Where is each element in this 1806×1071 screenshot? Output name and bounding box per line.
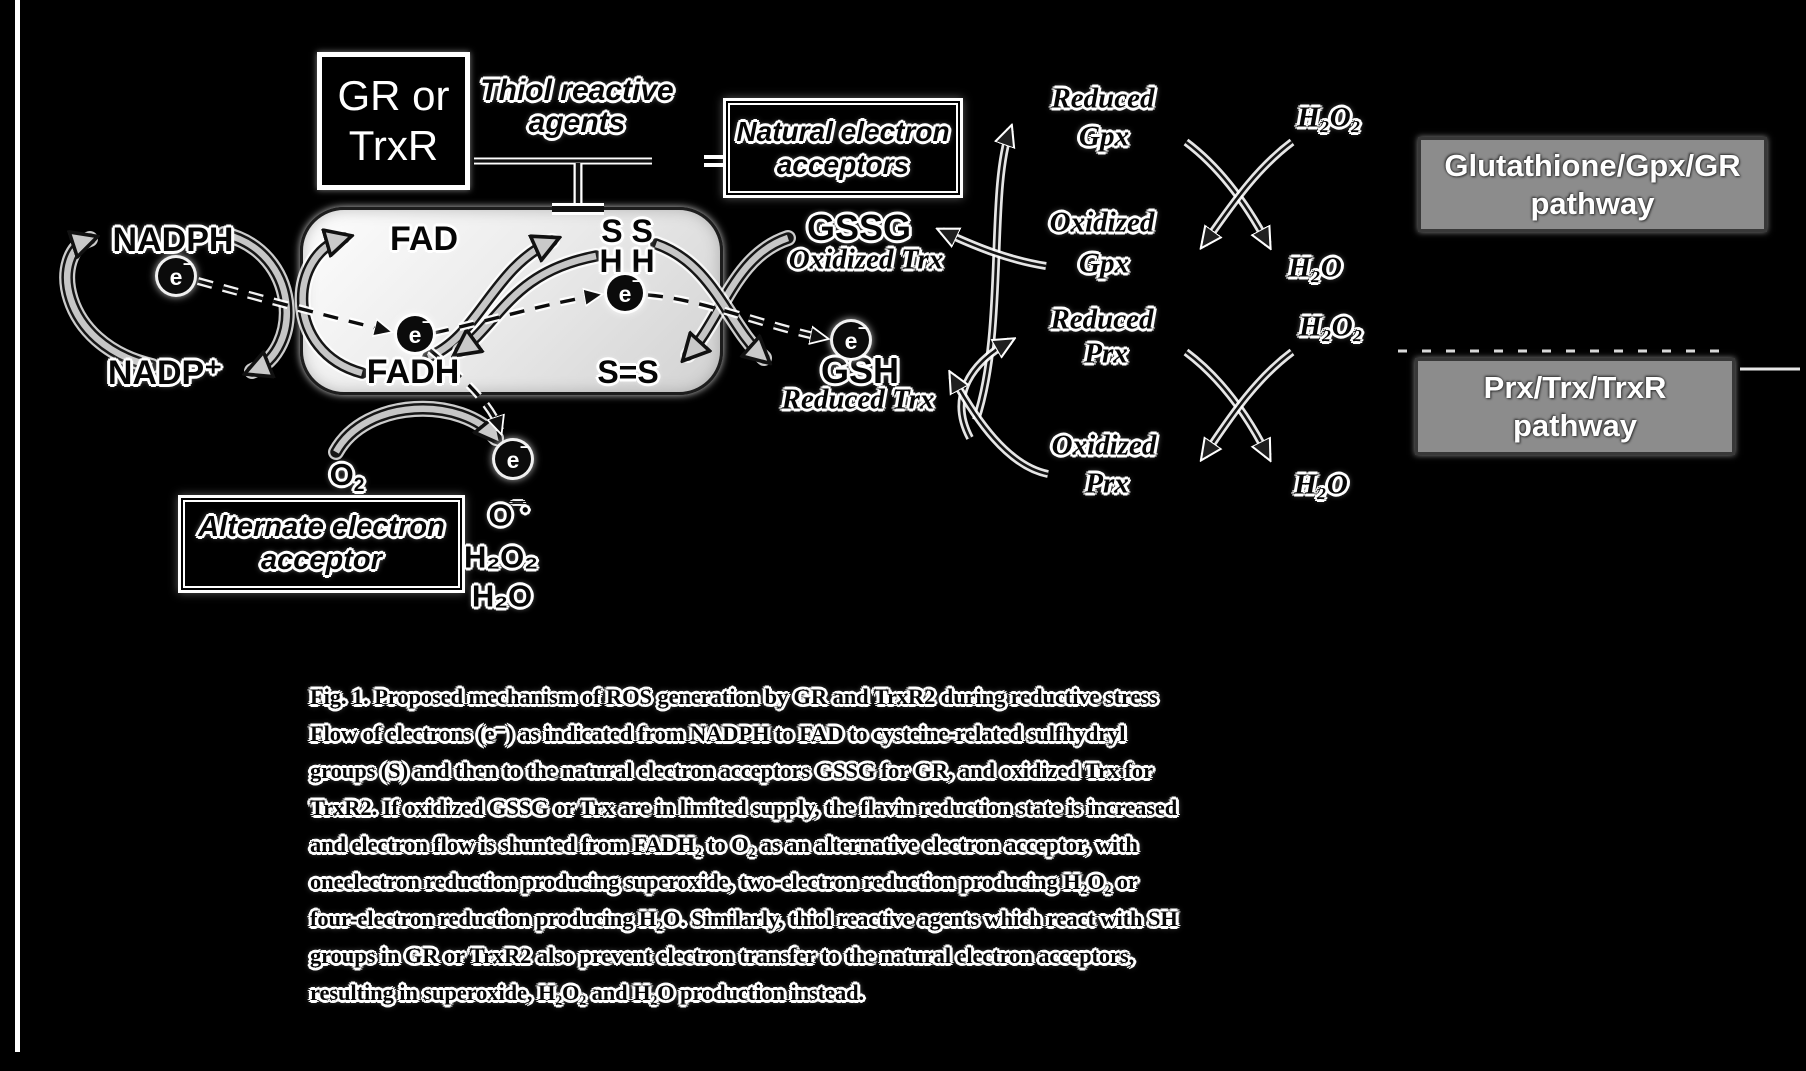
caption-line: resulting in superoxide, H₂O₂ and H₂O pr… [310, 980, 865, 1005]
caption-line: TrxR2. If oxidized GSSG or Trx are in li… [310, 795, 1178, 820]
thiol-agents-line1: Thiol reactive [480, 74, 674, 107]
oxidized-prx-line1: Oxidized [1051, 429, 1157, 462]
gpx-h2o-label: H₂O [1288, 251, 1342, 284]
o2-label: O2 [329, 457, 365, 496]
h2o2-label: H₂O₂ [463, 539, 539, 575]
nadph-label: NADPH [112, 221, 234, 259]
figure-caption: Fig. 1. Proposed mechanism of ROS genera… [310, 678, 1178, 1011]
electron-icon: e– [833, 318, 869, 358]
reduced-gpx-line2: Gpx [1079, 120, 1129, 153]
glutathione-pathway-box: Glutathione/Gpx/GR pathway [1418, 137, 1767, 232]
disulfide-label: S=S [597, 354, 659, 390]
gr-trxr-line2: TrxR [348, 122, 439, 169]
electron-icon: e– [158, 254, 194, 294]
alternate-acceptor-line1: Alternate electron [198, 511, 445, 543]
superoxide-label: O¯• [488, 497, 529, 533]
prx-pathway-line1: Prx/Trx/TrxR [1483, 369, 1667, 405]
caption-line: groups in GR or TrxR2 also prevent elect… [310, 943, 1135, 968]
gr-trxr-line1: GR or [337, 72, 450, 119]
electron-icon: e– [607, 271, 643, 311]
reduced-gpx-line1: Reduced [1051, 82, 1155, 115]
h2o-label: H₂O [471, 578, 533, 614]
caption-line: oneelectron reduction producing superoxi… [310, 869, 1138, 894]
caption-line: Flow of electrons (e⁻) as indicated from… [310, 721, 1126, 746]
electron-icon: e– [495, 437, 531, 477]
natural-acceptors-box: Natural electron acceptors [728, 103, 958, 193]
caption-line: four-electron reduction producing H₂O. S… [310, 906, 1178, 931]
reduced-trx-label: Reduced Trx [781, 383, 935, 416]
figure-left-border [15, 0, 20, 1052]
gssg-label: GSSG [806, 207, 912, 248]
caption-line: and electron flow is shunted from FADH₂ … [310, 832, 1138, 857]
caption-line: Fig. 1. Proposed mechanism of ROS genera… [310, 684, 1158, 709]
dithiol-s-s-label: S S [601, 213, 653, 249]
fad-label: FAD [390, 220, 458, 258]
natural-acceptors-line1: Natural electron [736, 116, 950, 147]
gsh-label: GSH [820, 350, 900, 391]
alternate-acceptor-line2: acceptor [261, 544, 382, 576]
gpx-h2o2-label: H₂O₂ [1297, 101, 1361, 134]
oxidized-gpx-line1: Oxidized [1049, 206, 1155, 239]
dithiol-h-h-label: H H [599, 243, 655, 279]
oxidized-gpx-line2: Gpx [1079, 247, 1129, 280]
prx-h2o2-label: H₂O₂ [1299, 310, 1363, 343]
reduced-prx-line1: Reduced [1050, 303, 1154, 336]
thiol-agents-line2: agents [528, 106, 626, 139]
oxidized-trx-label: Oxidized Trx [788, 243, 944, 276]
prx-pathway-box: Prx/Trx/TrxR pathway [1415, 358, 1735, 455]
gr-trxr-box: GR or TrxR [317, 52, 470, 190]
fadh-label: FADH [366, 353, 460, 391]
oxidized-prx-line2: Prx [1085, 467, 1129, 500]
prx-h2o-label: H₂O [1294, 468, 1348, 501]
prx-pathway-line2: pathway [1512, 407, 1638, 443]
alternate-acceptor-box: Alternate electron acceptor [183, 500, 460, 588]
reduced-prx-line2: Prx [1084, 337, 1128, 370]
nadp-label: NADP⁺ [107, 354, 223, 392]
electron-icon: e– [397, 312, 433, 352]
natural-acceptors-line2: acceptors [776, 149, 910, 180]
glutathione-pathway-line1: Glutathione/Gpx/GR [1444, 147, 1741, 183]
caption-line: groups (S) and then to the natural elect… [310, 758, 1153, 783]
glutathione-pathway-line2: pathway [1530, 185, 1655, 221]
